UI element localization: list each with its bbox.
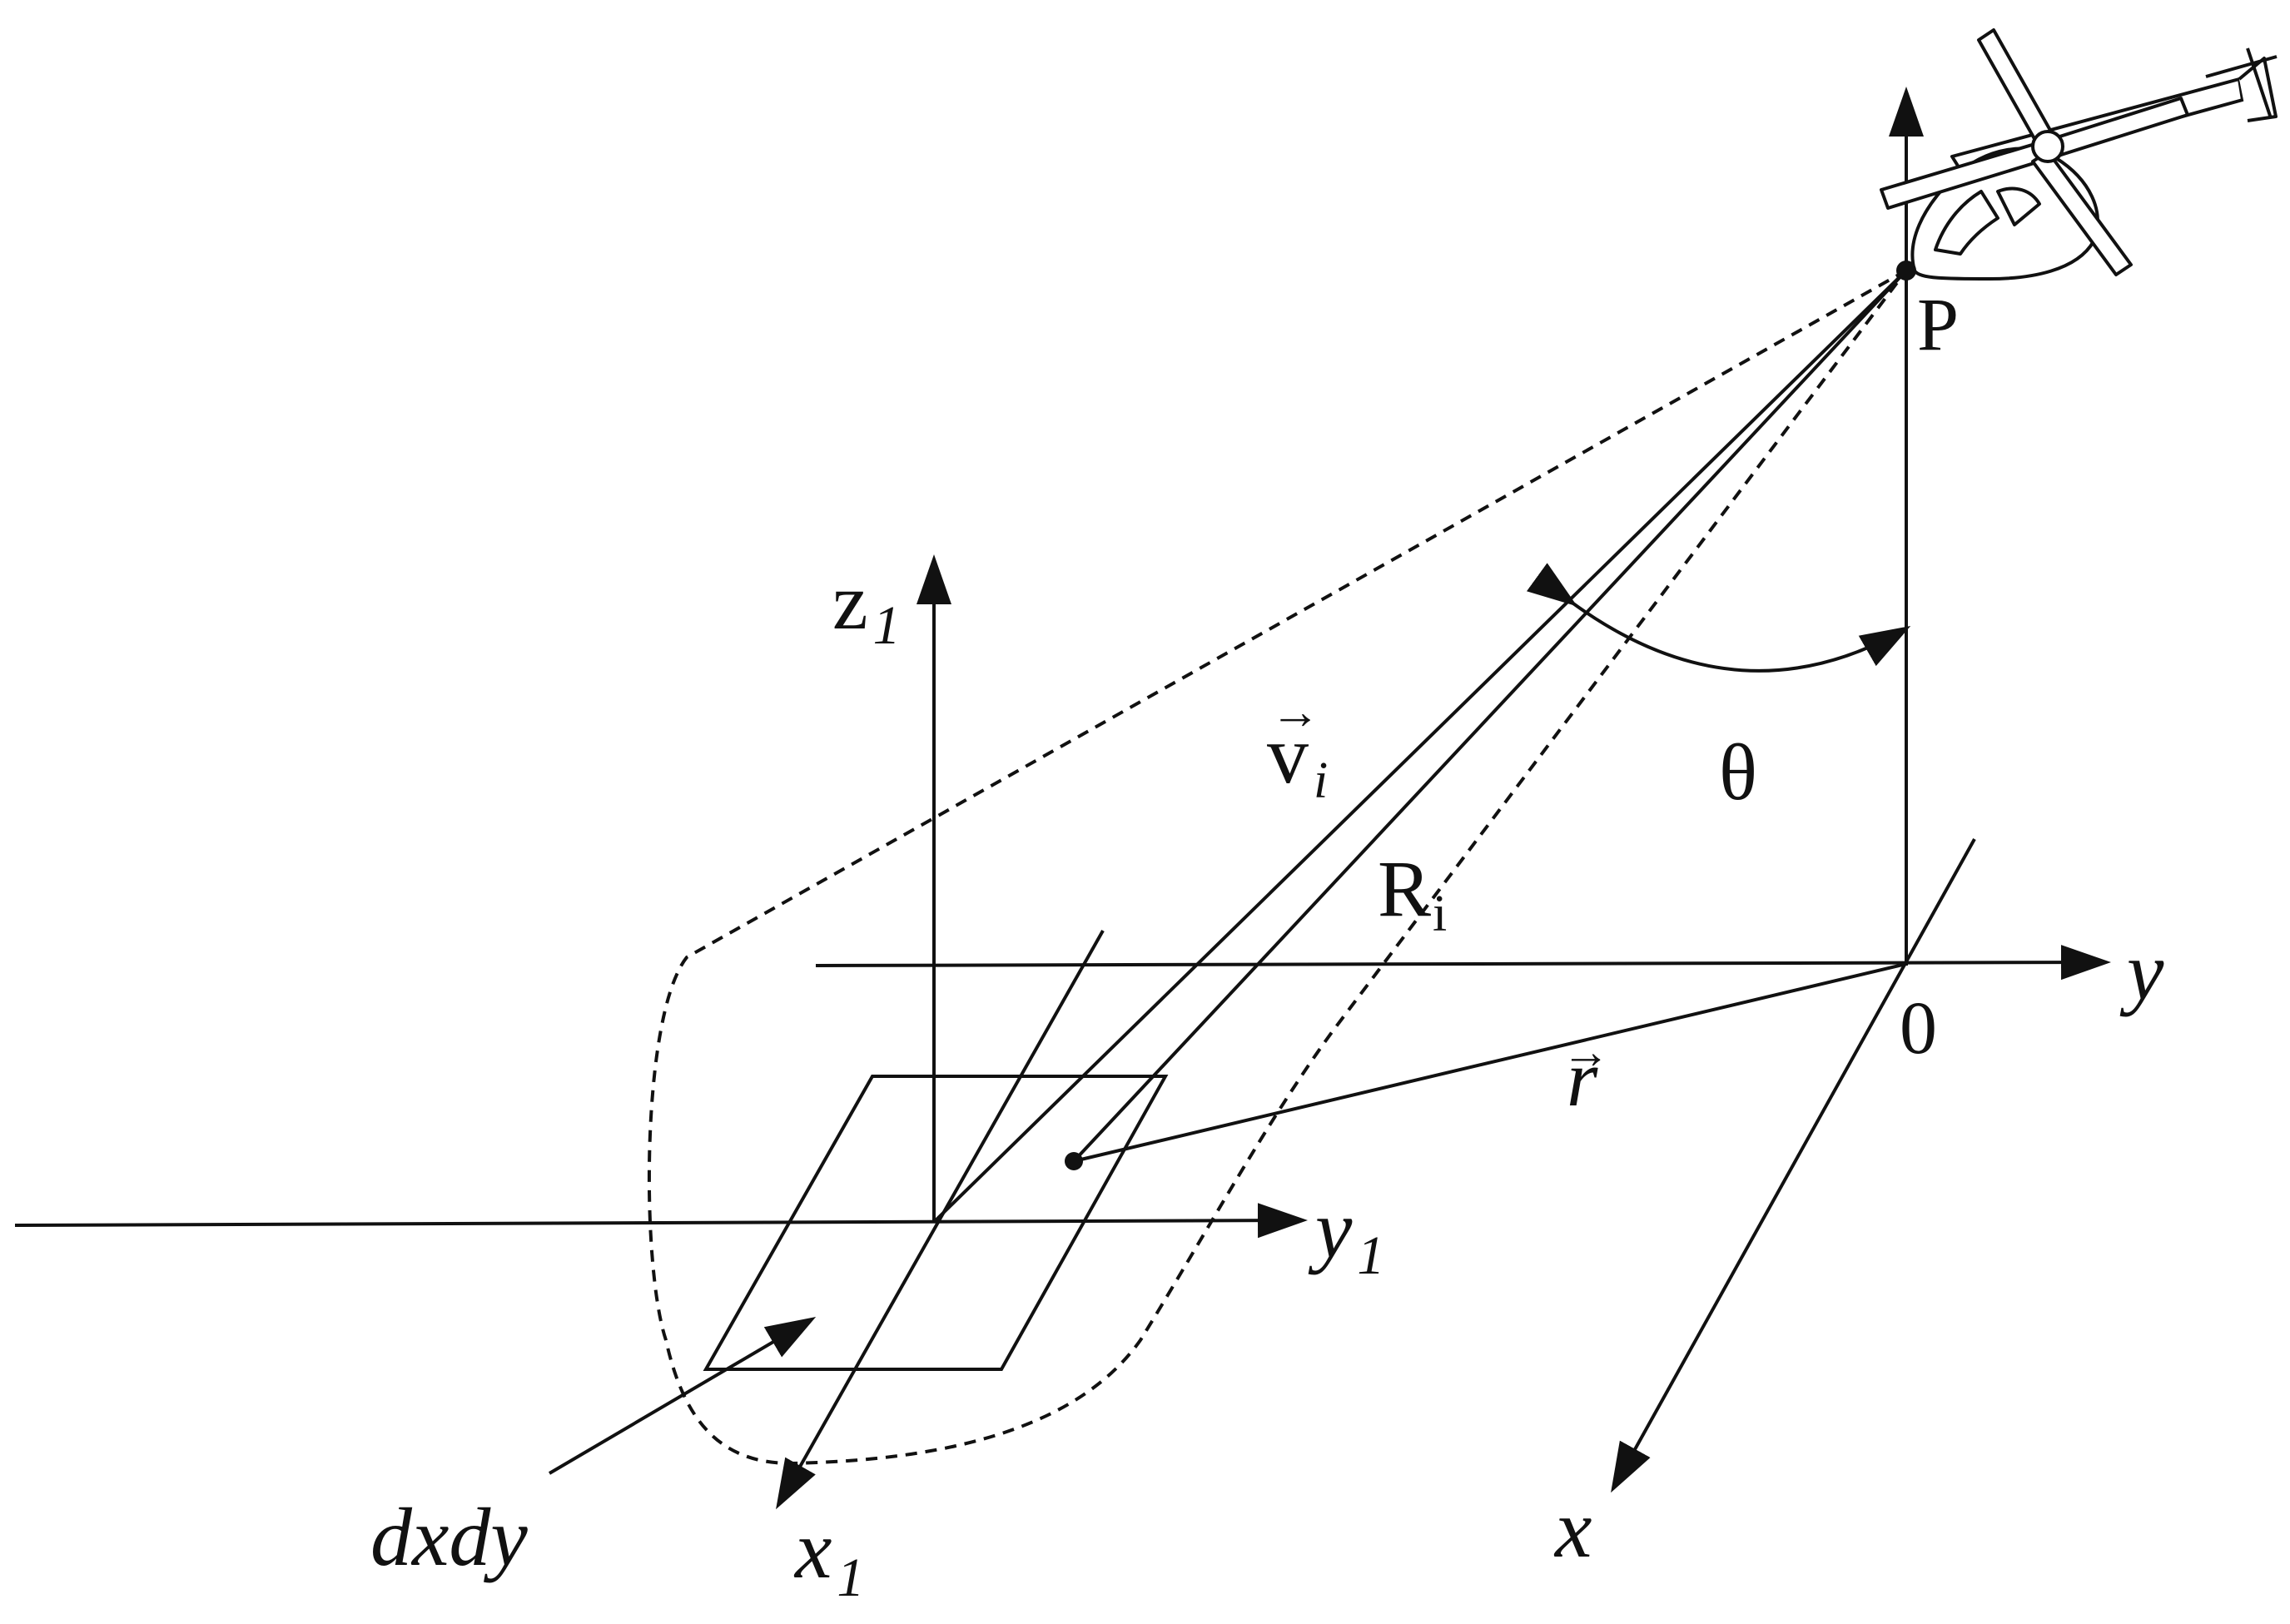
label-z1: z1 <box>832 557 901 656</box>
x1-axis <box>776 930 1105 1510</box>
label-v-vector-arrow: → <box>1270 684 1320 739</box>
label-theta: θ <box>1719 728 1757 817</box>
radar-point-p <box>1896 261 1916 281</box>
theta-arc <box>1526 563 1911 673</box>
x-axis <box>1611 838 1976 1493</box>
scatter-point <box>1065 1152 1083 1170</box>
label-vector-r: r <box>1567 1034 1598 1123</box>
label-point-p: P <box>1917 284 1959 366</box>
label-range-r: Ri <box>1378 844 1447 942</box>
surface-element-parallelogram <box>703 1075 1169 1371</box>
label-x1: x1 <box>793 1503 864 1608</box>
helicopter-icon <box>1880 28 2278 281</box>
y1-axis <box>14 1203 1308 1239</box>
vector-r-line <box>1072 269 1908 1163</box>
label-origin: 0 <box>1900 987 1937 1070</box>
vector-r-position-line <box>1073 962 1907 1163</box>
dxdy-pointer-arrow <box>548 1316 817 1475</box>
vector-v-line <box>932 269 1908 1224</box>
label-y: y <box>2119 925 2164 1017</box>
label-y1: y1 <box>1308 1183 1384 1286</box>
beam-footprint <box>647 269 1908 1466</box>
label-x: x <box>1553 1482 1592 1575</box>
label-r-vector-arrow: → <box>1562 1025 1610 1079</box>
y-axis <box>815 945 2111 981</box>
label-dxdy: dxdy <box>370 1491 528 1583</box>
label-vector-v: vi <box>1267 708 1328 809</box>
